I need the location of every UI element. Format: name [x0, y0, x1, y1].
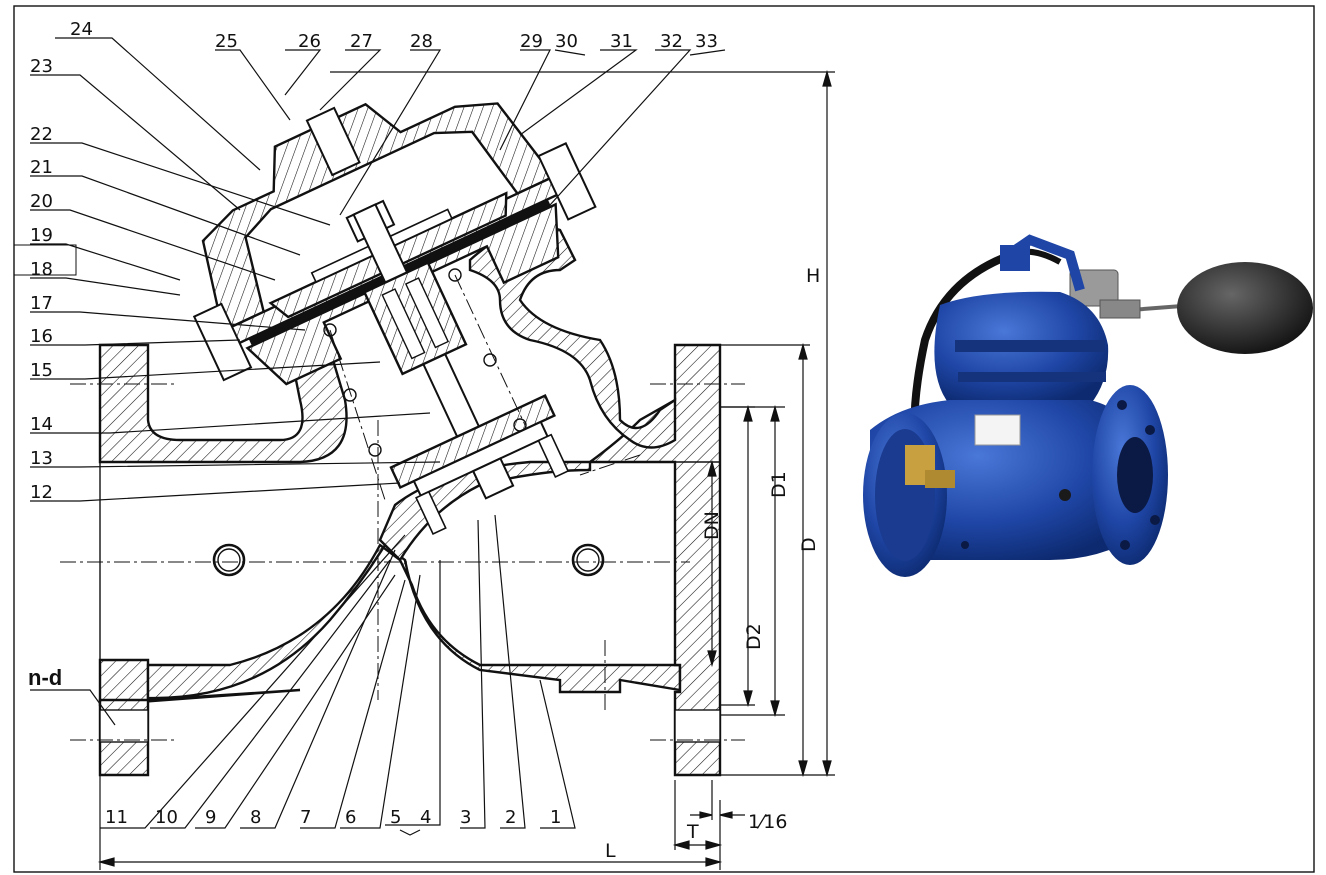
- part-label: 23: [30, 56, 53, 77]
- part-label: 12: [30, 482, 53, 503]
- leader-lines: [30, 37, 726, 836]
- dim-T: T: [686, 821, 699, 843]
- dim-D: D: [798, 537, 820, 552]
- part-label: 13: [30, 448, 53, 469]
- part-label: 9: [205, 807, 216, 828]
- part-label: 21: [30, 157, 53, 178]
- part-label: 2: [505, 807, 516, 828]
- part-label: 30: [555, 31, 578, 52]
- part-label: 24: [70, 19, 93, 40]
- part-label: 3: [460, 807, 471, 828]
- holes-label: n-d: [28, 665, 62, 690]
- valve-product-photo: [863, 234, 1313, 577]
- part-label: 27: [350, 31, 373, 52]
- dim-DN: DN: [701, 511, 723, 540]
- part-label: 16: [30, 326, 53, 347]
- part-label: 10: [155, 807, 178, 828]
- label-box: [13, 244, 77, 276]
- part-label: 5: [390, 807, 401, 828]
- dim-D1: D1: [768, 471, 790, 498]
- dim-clearance: 1⁄16: [748, 811, 787, 833]
- valve-cross-section: [60, 102, 745, 777]
- part-label: 11: [105, 807, 128, 828]
- part-label: 31: [610, 31, 633, 52]
- dim-L: L: [605, 840, 616, 862]
- dimension-lines: [97, 69, 835, 870]
- part-label: 22: [30, 124, 53, 145]
- part-label: 32: [660, 31, 683, 52]
- part-label: 17: [30, 293, 53, 314]
- float-ball: [1177, 262, 1313, 354]
- part-label: 7: [300, 807, 311, 828]
- part-label: 19: [30, 225, 53, 246]
- part-labels-bottom: 11 10 9 8 7 6 5 4 3 2 1: [105, 807, 561, 828]
- part-label: 6: [345, 807, 356, 828]
- part-labels-left: 23 22 21 20 19 18 17 16 15 14 13 12: [30, 56, 53, 503]
- part-label: 20: [30, 191, 53, 212]
- part-label: 14: [30, 414, 53, 435]
- nameplate: [974, 414, 1021, 446]
- part-label: 29: [520, 31, 543, 52]
- part-labels-top: 24 25 26 27 28 29 30 31 32 33: [70, 19, 718, 52]
- part-label: 18: [30, 259, 53, 280]
- part-label: 8: [250, 807, 261, 828]
- drawing-frame: [13, 5, 1315, 873]
- part-label: 25: [215, 31, 238, 52]
- part-label: 28: [410, 31, 433, 52]
- dim-D2: D2: [743, 623, 765, 650]
- part-label: 15: [30, 360, 53, 381]
- part-label: 33: [695, 31, 718, 52]
- part-label: 26: [298, 31, 321, 52]
- part-label: 4: [420, 807, 431, 828]
- dim-H: H: [806, 265, 820, 287]
- part-label: 1: [550, 807, 561, 828]
